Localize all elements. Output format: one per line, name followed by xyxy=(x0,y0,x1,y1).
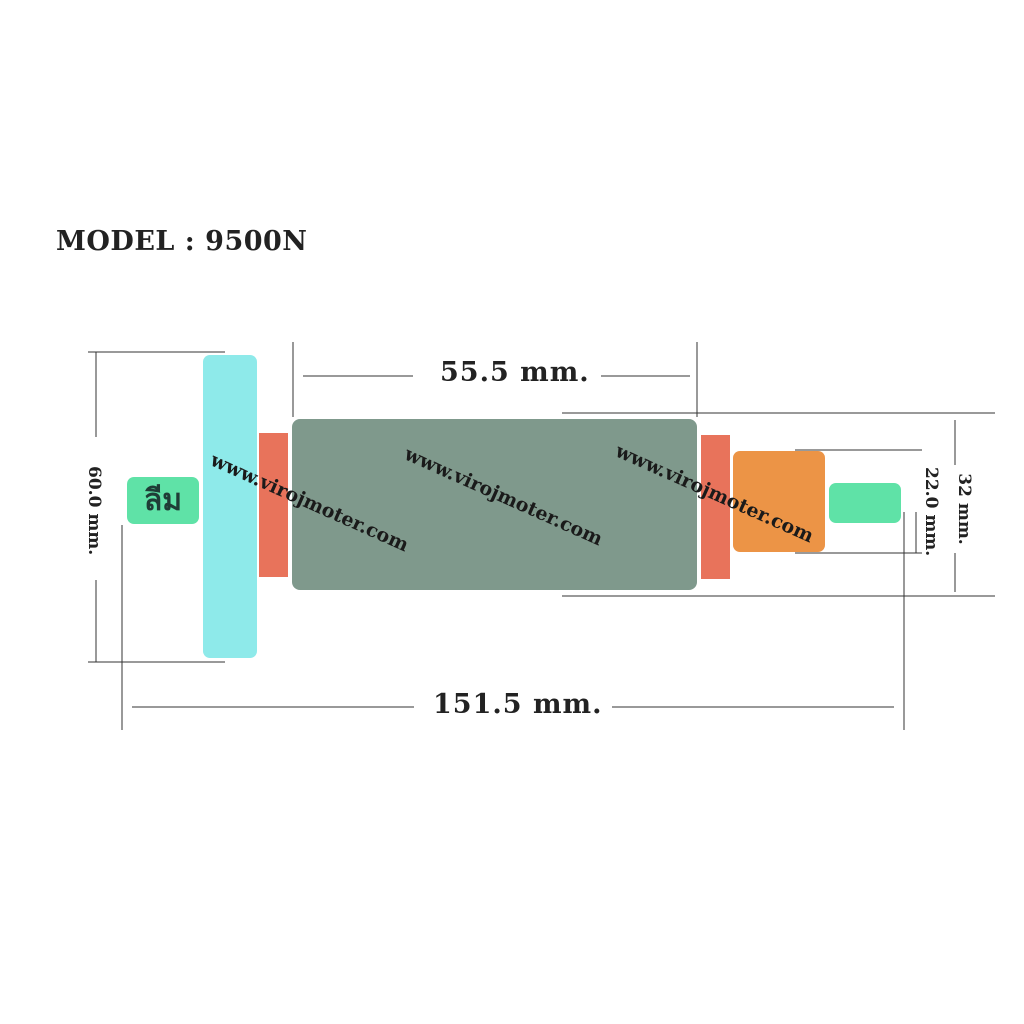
left-insulator xyxy=(259,433,288,577)
model-title: MODEL : 9500N xyxy=(56,226,308,257)
core-diameter-label: 32 mm. xyxy=(952,465,976,553)
badge-label: ลีม xyxy=(127,477,199,524)
fan-diameter-label: 60.0 mm. xyxy=(82,462,106,555)
fan-disc xyxy=(203,355,257,658)
commutator-diameter-label: 22.0 mm. xyxy=(919,463,943,556)
shaft-end xyxy=(829,483,901,523)
total-length-label: 151.5 mm. xyxy=(427,689,609,720)
right-insulator xyxy=(701,435,730,579)
armature-core xyxy=(292,419,697,590)
commutator xyxy=(733,451,825,552)
core-length-label: 55.5 mm. xyxy=(434,357,596,388)
